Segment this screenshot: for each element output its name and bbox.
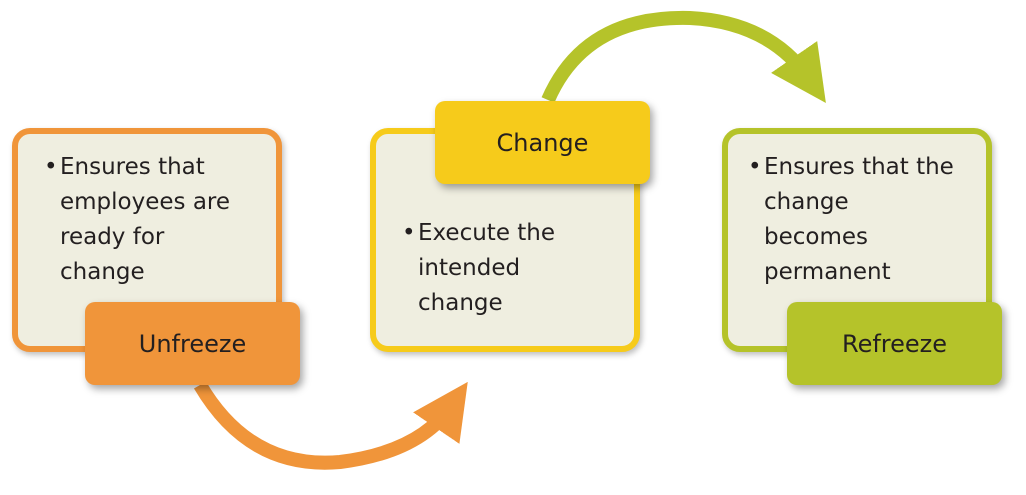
unfreeze-label: Unfreeze [85, 302, 300, 385]
change-label: Change [435, 101, 650, 184]
orange-arrow [193, 381, 468, 470]
refreeze-description: • Ensures that the change becomes perman… [748, 154, 954, 285]
change-description: • Execute the intended change [402, 220, 556, 316]
refreeze-label: Refreeze [787, 302, 1002, 385]
green-arrow [541, 10, 826, 104]
unfreeze-box: • Ensures that employees are ready for c… [12, 128, 282, 352]
unfreeze-description: • Ensures that employees are ready for c… [44, 154, 231, 285]
